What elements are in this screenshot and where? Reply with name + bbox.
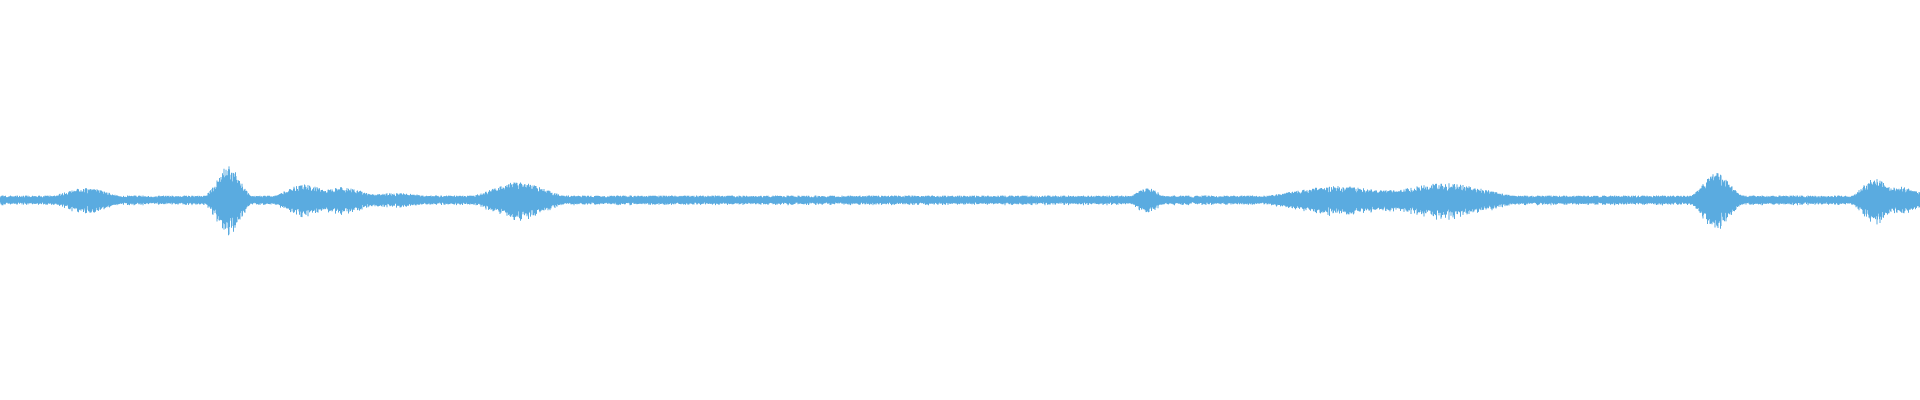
waveform-trace — [0, 166, 1920, 236]
